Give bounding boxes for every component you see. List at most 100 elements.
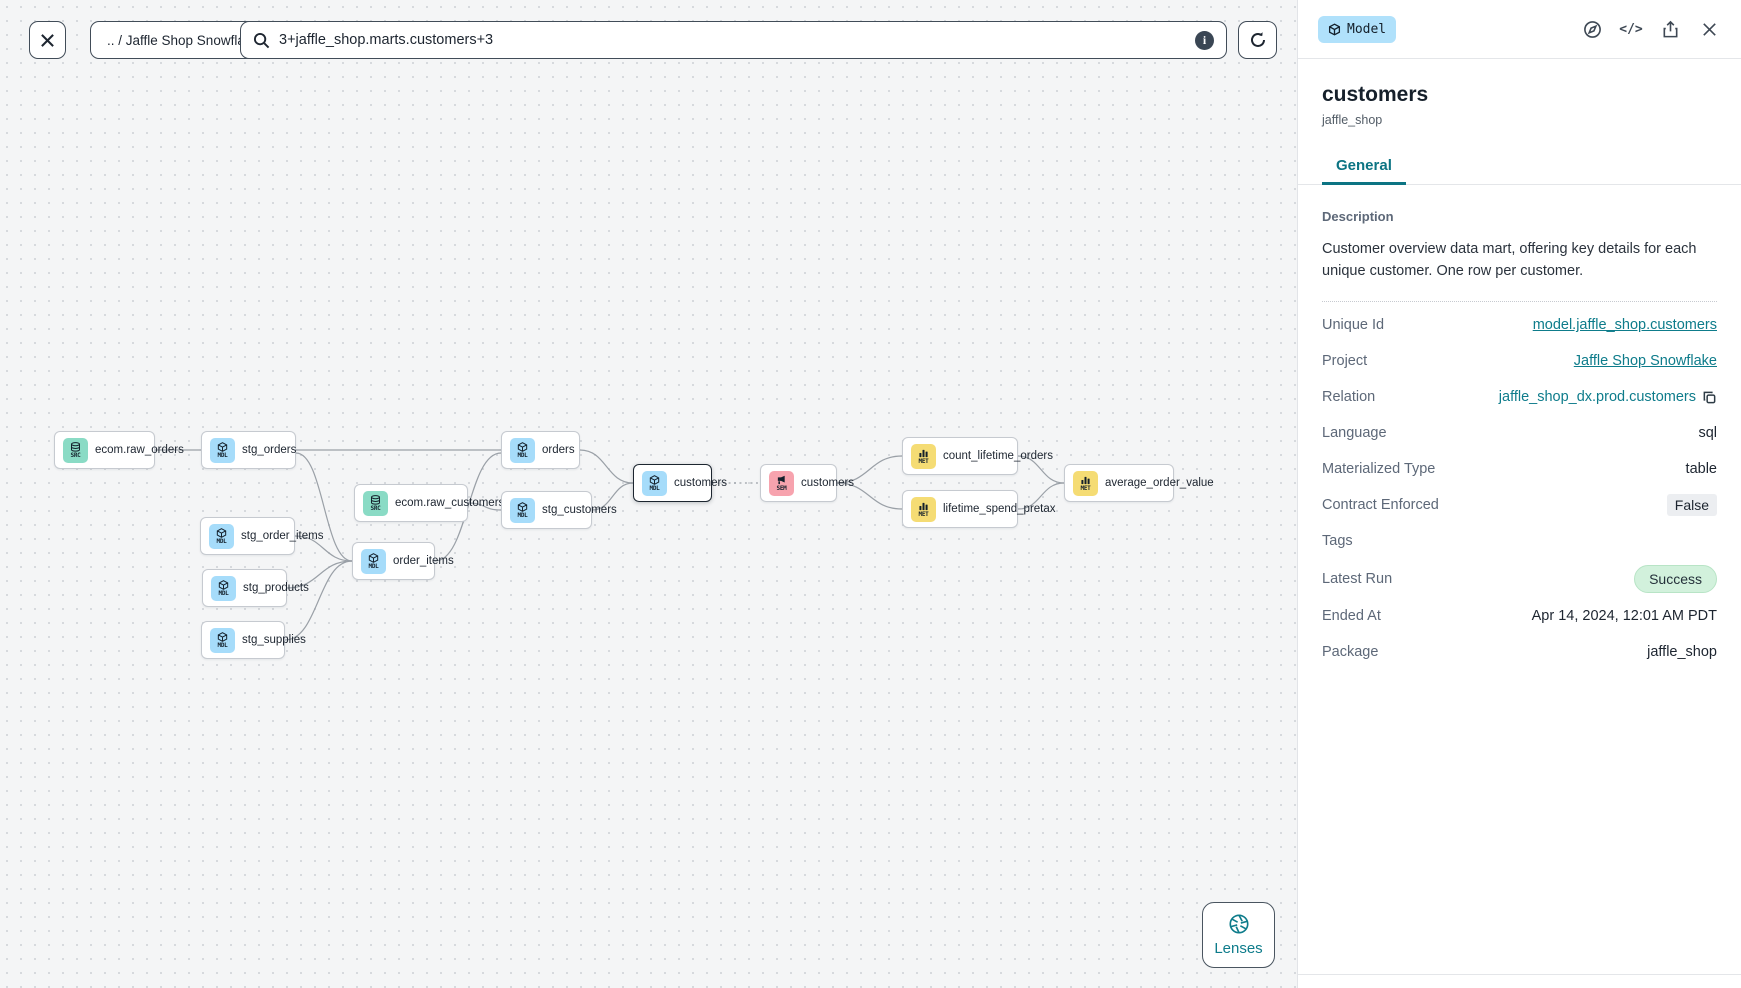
field-copy-value: jaffle_shop_dx.prod.customers — [1499, 389, 1717, 405]
graph-node-customers[interactable]: SEM customers — [760, 464, 854, 502]
field-link[interactable]: model.jaffle_shop.customers — [1532, 317, 1717, 334]
tab-general[interactable]: General — [1322, 149, 1406, 185]
cube-icon — [1328, 22, 1341, 36]
edge-layer — [154, 449, 1065, 641]
node-label: customers — [801, 477, 855, 489]
graph-node-stg_supplies[interactable]: MDL stg_supplies — [201, 621, 306, 659]
bar-chart-icon: MET — [1073, 470, 1098, 496]
lineage-edge — [286, 560, 353, 589]
lens-aperture-icon — [1228, 914, 1249, 934]
lineage-edge — [836, 455, 903, 484]
node-label: lifetime_spend_pretax — [943, 503, 1056, 515]
cube-icon: MDL — [210, 437, 235, 463]
lineage-edge — [294, 535, 353, 562]
field-row-ended-at: Ended At Apr 14, 2024, 12:01 AM PDT — [1322, 604, 1717, 629]
graph-node-average_order_value[interactable]: MET average_order_value — [1064, 464, 1214, 502]
model-package-subtitle: jaffle_shop — [1322, 113, 1383, 127]
lineage-edge — [467, 502, 502, 511]
panel-header: Model </> — [1298, 0, 1741, 59]
close-panel-icon[interactable] — [1699, 19, 1719, 39]
node-label: count_lifetime_orders — [943, 450, 1053, 462]
cube-icon: MDL — [210, 627, 235, 653]
panel-footer — [1298, 974, 1741, 988]
field-value: Apr 14, 2024, 12:01 AM PDT — [1531, 608, 1717, 625]
field-label: Tags — [1322, 533, 1353, 550]
bar-chart-icon: MET — [911, 496, 936, 522]
cube-icon: MDL — [211, 575, 236, 601]
field-label: Ended At — [1322, 608, 1381, 625]
field-label: Unique Id — [1322, 317, 1385, 334]
node-label: stg_order_items — [241, 530, 324, 542]
field-label: Language — [1322, 425, 1387, 442]
active-tab-underline — [1322, 182, 1406, 185]
field-value: jaffle_shop — [1647, 644, 1717, 661]
graph-node-order_items[interactable]: MDL order_items — [352, 542, 454, 580]
node-label: stg_products — [243, 582, 309, 594]
megaphone-icon: SEM — [769, 470, 794, 496]
lenses-button[interactable]: Lenses — [1202, 902, 1275, 968]
node-label: stg_supplies — [242, 634, 306, 646]
search-icon — [253, 32, 270, 48]
close-lineage-button[interactable] — [29, 21, 66, 59]
graph-node-stg_products[interactable]: MDL stg_products — [202, 569, 309, 607]
graph-node-lifetime_spend_pretax[interactable]: MET lifetime_spend_pretax — [902, 490, 1056, 528]
node-label: order_items — [393, 555, 454, 567]
info-icon[interactable]: i — [1195, 30, 1214, 50]
lineage-edge — [836, 482, 903, 510]
share-icon[interactable] — [1660, 19, 1680, 39]
graph-node-customers[interactable]: MDL customers — [633, 464, 727, 502]
graph-node-stg_order_items[interactable]: MDL stg_order_items — [200, 517, 323, 555]
description-text: Customer overview data mart, offering ke… — [1322, 238, 1717, 302]
lineage-edge — [1017, 455, 1065, 484]
lineage-edge — [579, 449, 634, 484]
close-icon — [41, 33, 54, 47]
bar-chart-icon: MET — [911, 443, 936, 469]
node-label: average_order_value — [1105, 477, 1214, 489]
field-row-latest-run: Latest Run Success — [1322, 564, 1717, 593]
page-title: customers — [1322, 83, 1429, 106]
refresh-button[interactable] — [1238, 21, 1277, 59]
status-badge: Success — [1634, 564, 1717, 593]
graph-node-stg_orders[interactable]: MDL stg_orders — [201, 431, 296, 469]
lineage-edge — [284, 560, 353, 641]
cube-icon: MDL — [209, 523, 234, 549]
cube-icon: MDL — [361, 548, 386, 574]
field-label: Latest Run — [1322, 570, 1393, 587]
field-row-tags: Tags — [1322, 529, 1717, 554]
search-input[interactable] — [279, 32, 1186, 48]
field-value: table — [1685, 461, 1717, 478]
field-row-project: Project Jaffle Shop Snowflake — [1322, 349, 1717, 374]
node-label: stg_orders — [242, 444, 297, 456]
node-label: ecom.raw_customers — [395, 497, 505, 509]
copy-icon[interactable] — [1702, 390, 1717, 405]
description-label: Description — [1322, 209, 1394, 224]
panel-tabs: General — [1298, 149, 1741, 185]
compass-icon[interactable] — [1582, 19, 1602, 39]
field-label: Project — [1322, 353, 1368, 370]
lineage-edge — [295, 452, 353, 562]
status-badge: False — [1666, 494, 1717, 517]
refresh-icon — [1250, 32, 1265, 47]
code-icon[interactable]: </> — [1619, 21, 1643, 37]
field-link[interactable]: Jaffle Shop Snowflake — [1573, 353, 1717, 370]
cube-icon: MDL — [642, 470, 667, 496]
resource-type-badge: Model — [1318, 15, 1397, 43]
lenses-label: Lenses — [1214, 940, 1263, 957]
details-panel: Model </> customers jaffle_shop General … — [1297, 0, 1741, 988]
database-icon: SRC — [63, 437, 88, 463]
cube-icon: MDL — [510, 497, 535, 523]
graph-node-count_lifetime_orders[interactable]: MET count_lifetime_orders — [902, 437, 1053, 475]
lineage-edge — [1017, 482, 1065, 510]
node-label: customers — [674, 477, 728, 489]
cube-icon: MDL — [510, 437, 535, 463]
